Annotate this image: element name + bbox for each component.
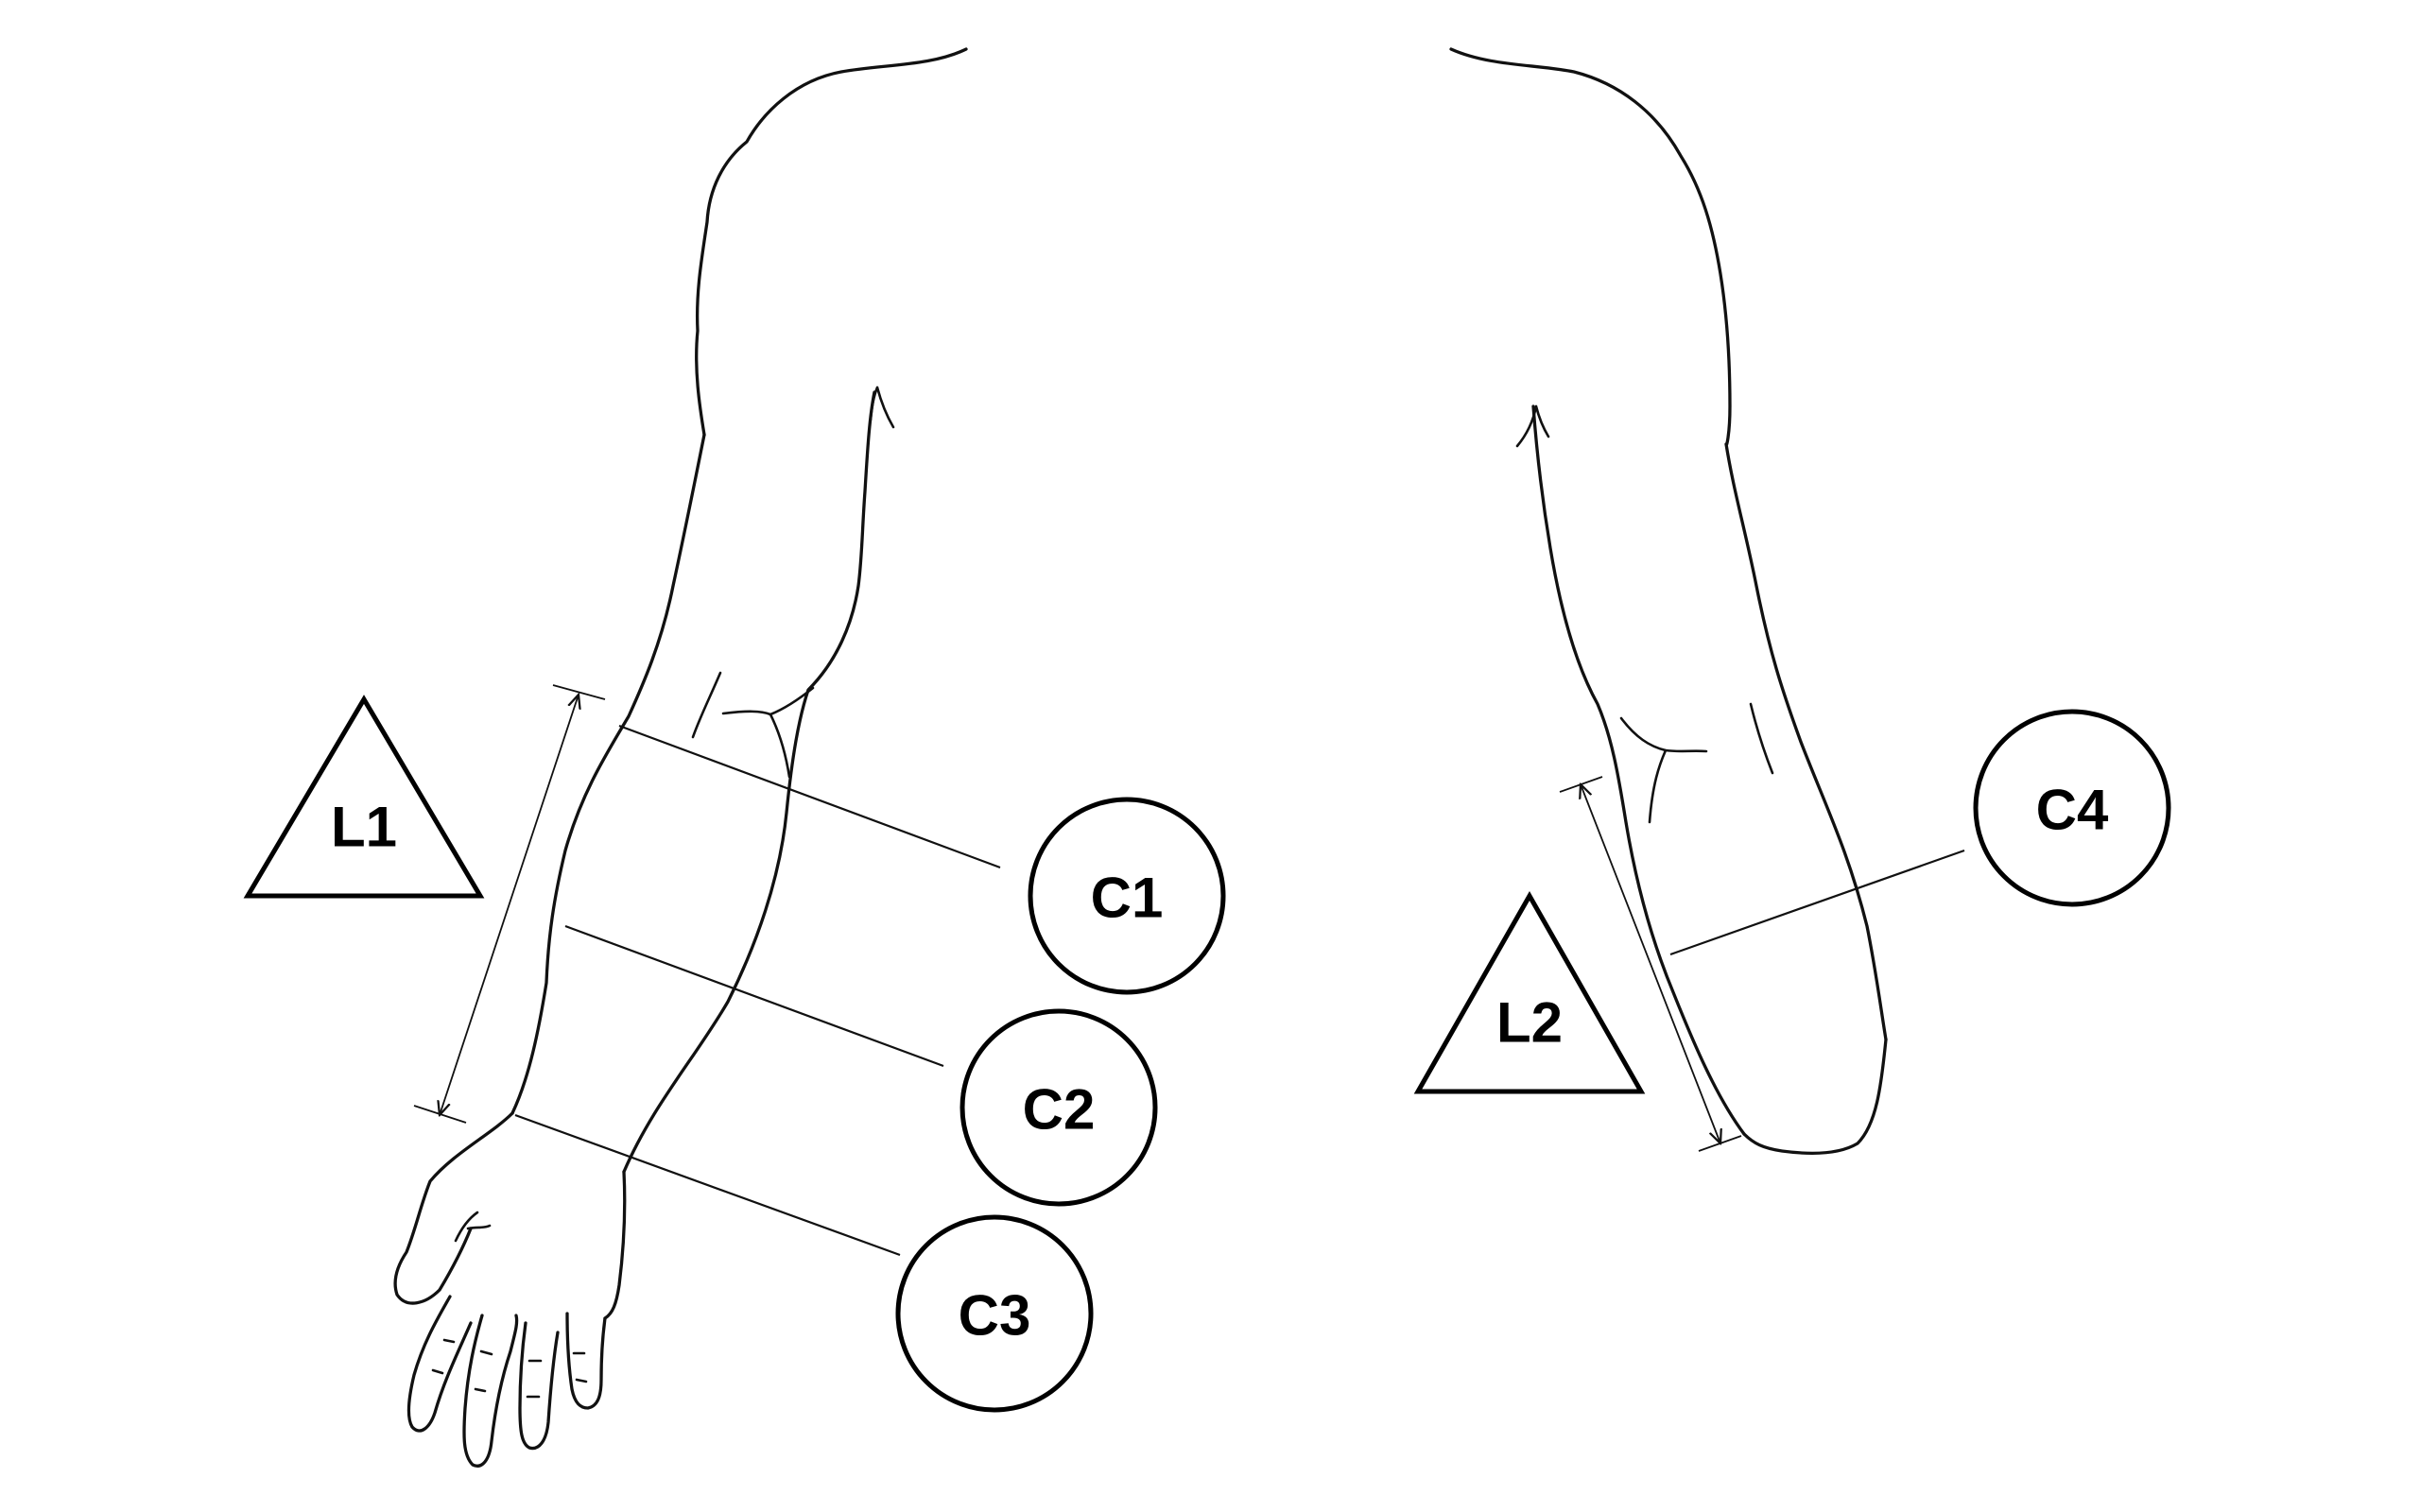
length-label-l2: L2 xyxy=(1496,991,1563,1055)
leader-line-c2 xyxy=(564,924,944,1068)
intact-armpit-crease xyxy=(869,386,895,429)
circumference-label-c2: C2 xyxy=(1023,1078,1096,1142)
leader-line-c4 xyxy=(1669,849,1965,956)
intact-arm-outer-contour xyxy=(695,47,968,437)
circumference-label-c1: C1 xyxy=(1091,867,1164,930)
length-label-l1: L1 xyxy=(331,796,397,859)
intact-hand-outline xyxy=(393,1111,514,1305)
length-badge-l2: L2 xyxy=(1413,890,1646,1094)
circumference-label-c3: C3 xyxy=(959,1284,1031,1348)
intact-finger-ring xyxy=(518,1321,560,1451)
intact-arm-figure xyxy=(393,47,968,1468)
circumference-badge-c4: C4 xyxy=(1973,709,2171,907)
intact-thumb-crease xyxy=(454,1211,492,1243)
intact-elbow-crease xyxy=(691,671,722,739)
intact-finger-little xyxy=(565,1312,607,1410)
residual-limb-figure xyxy=(1449,47,1888,1156)
length-dimension-l1 xyxy=(413,684,606,1124)
intact-finger-index xyxy=(406,1295,473,1433)
circumference-label-c4: C4 xyxy=(2036,779,2109,842)
residual-elbow-fold xyxy=(1619,716,1708,824)
intact-arm-outer-edge xyxy=(510,433,706,1115)
intact-finger-knuckle-marks xyxy=(431,1338,588,1399)
residual-limb-outer-contour xyxy=(1449,47,1888,1041)
residual-limb-stump-end xyxy=(1742,1038,1888,1156)
leader-line-c3 xyxy=(514,1113,901,1257)
residual-elbow-crease xyxy=(1749,702,1774,775)
circumference-badge-c1: C1 xyxy=(1028,797,1226,995)
circumference-badge-c3: C3 xyxy=(895,1214,1094,1413)
intact-finger-middle xyxy=(462,1314,519,1468)
intact-arm-inner-edge xyxy=(622,390,876,1174)
circumference-badge-c2: C2 xyxy=(959,1008,1158,1207)
length-badge-l1: L1 xyxy=(243,695,485,899)
residual-armpit-crease xyxy=(1515,404,1550,448)
leader-line-c1 xyxy=(618,724,1001,869)
intact-elbow-fold xyxy=(721,686,815,779)
intact-hand-palm-edge xyxy=(603,1170,627,1320)
length-dimension-l2 xyxy=(1559,776,1742,1152)
